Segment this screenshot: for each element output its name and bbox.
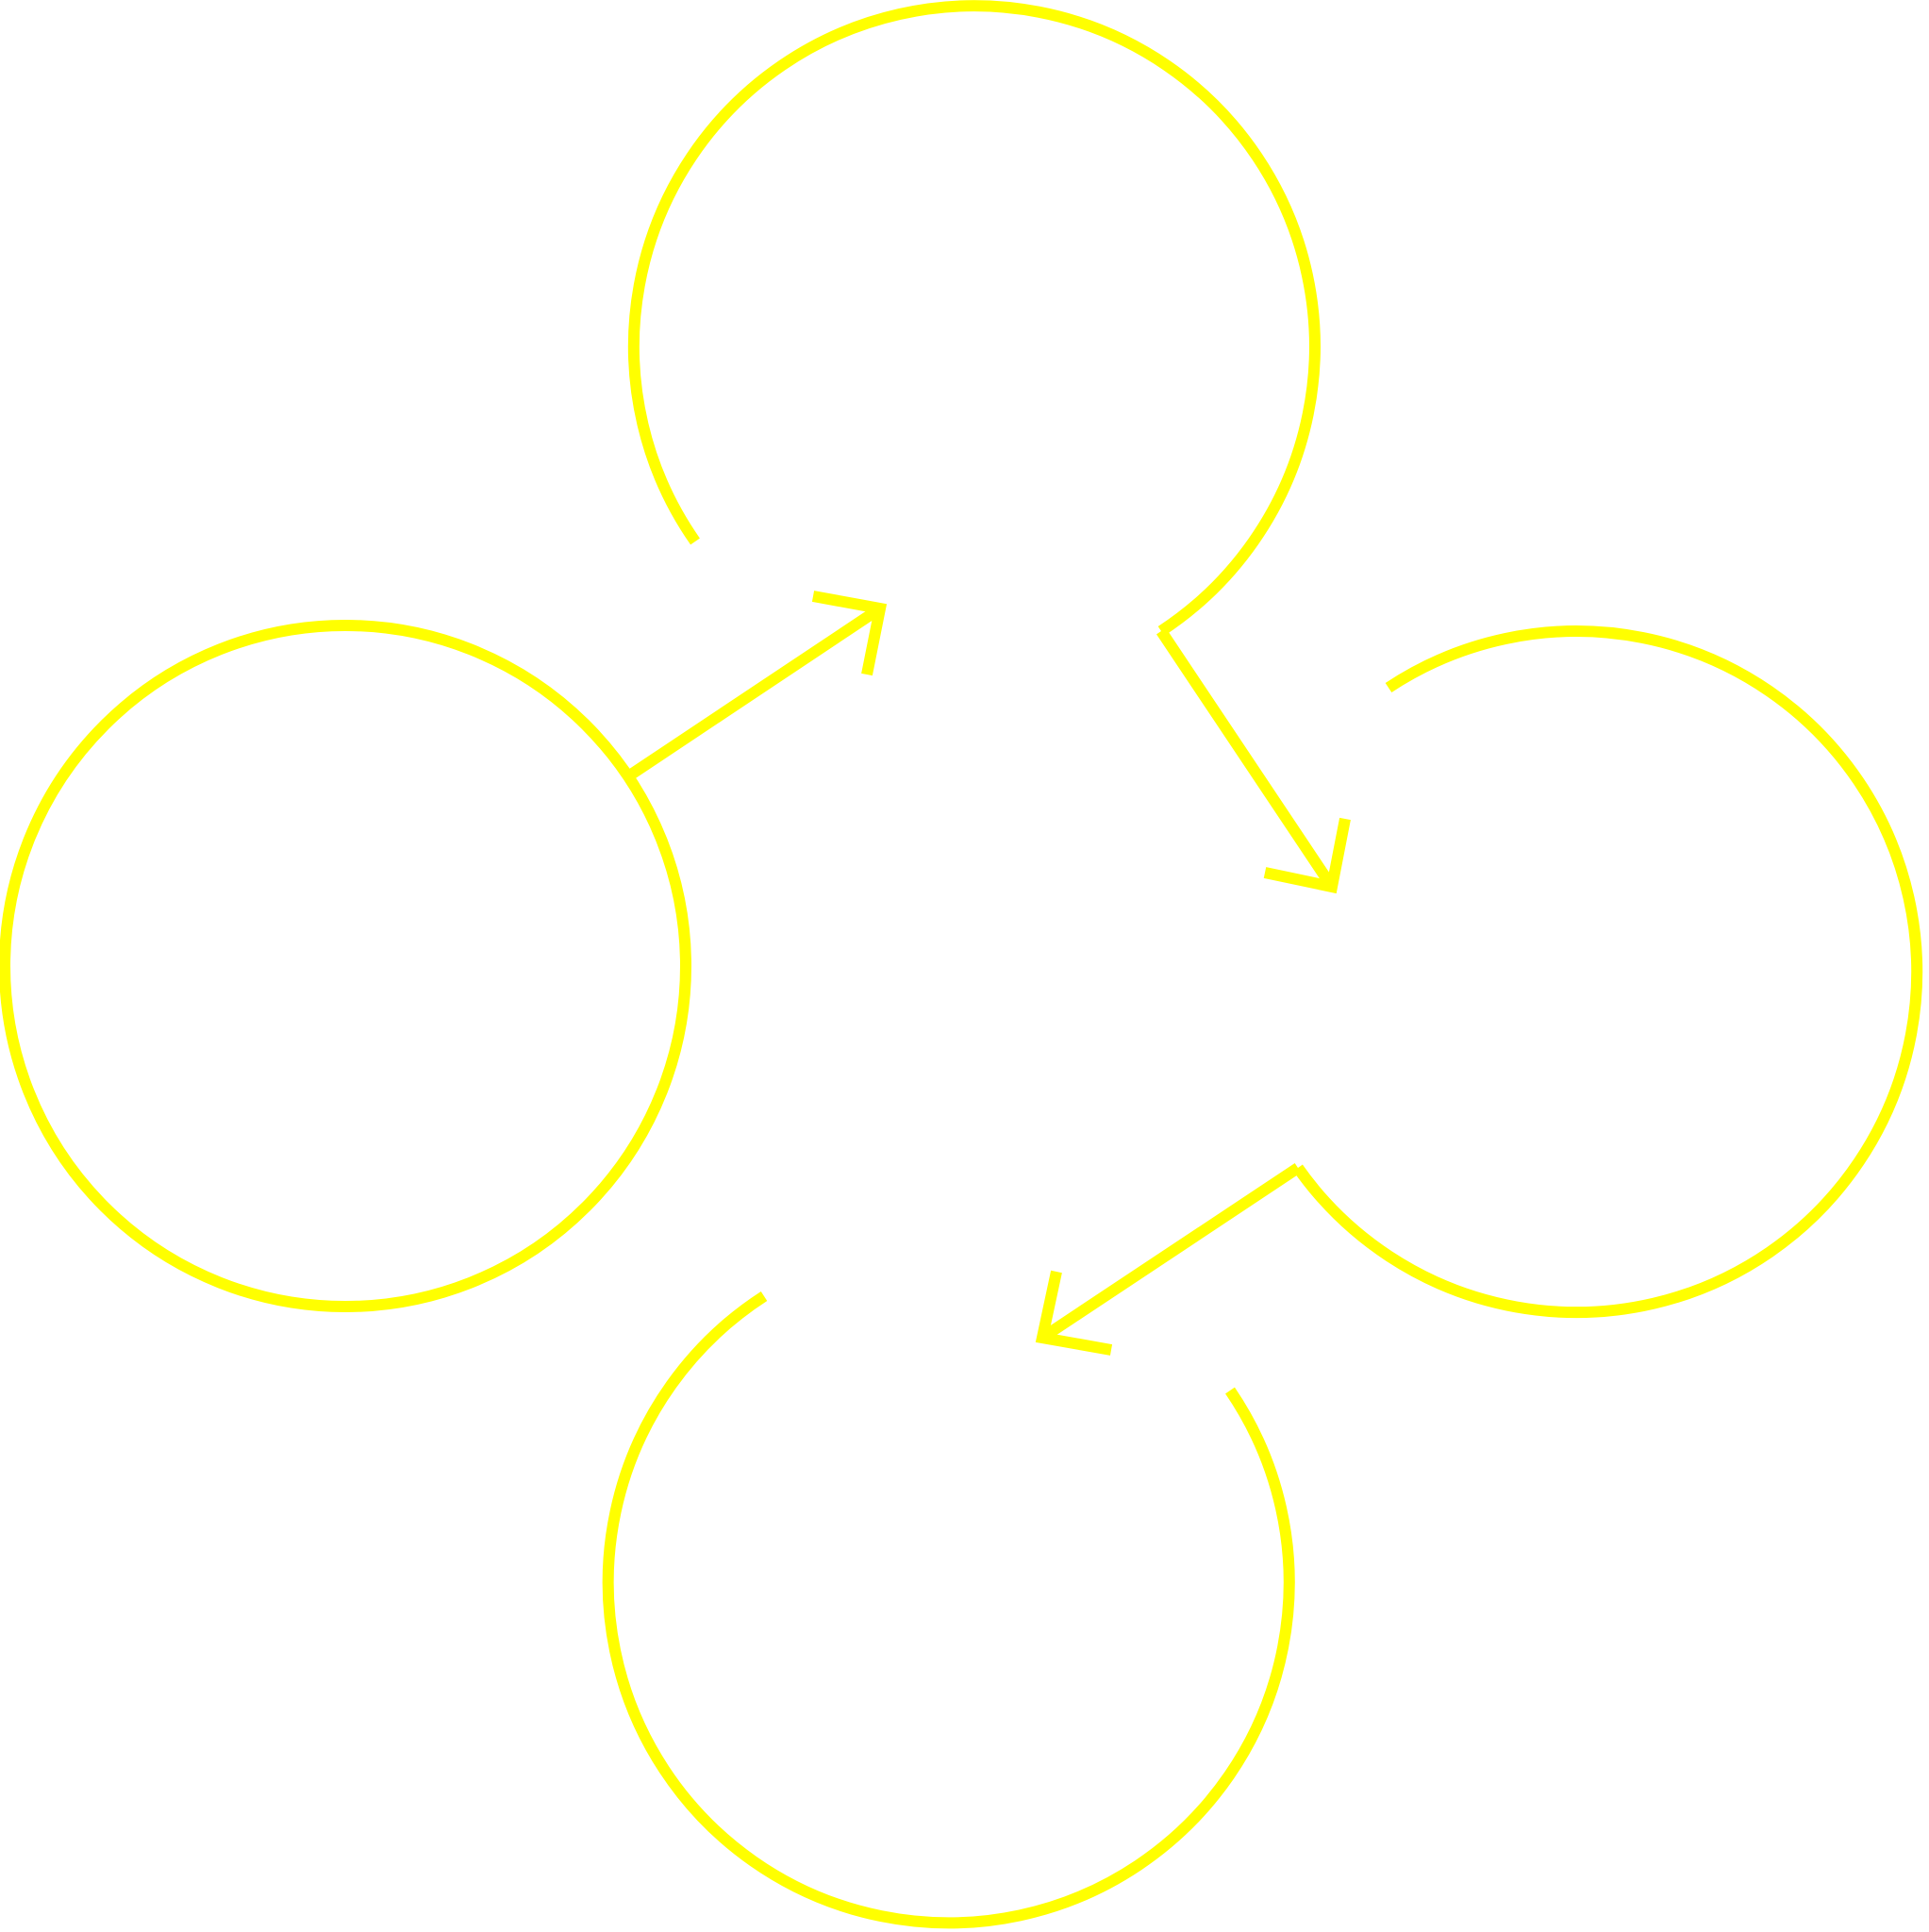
top-loop-connector xyxy=(1156,627,1337,891)
bottom-loop-arc xyxy=(602,1291,1295,1929)
top-loop-arrowhead-icon xyxy=(1263,817,1351,894)
top-loop-arc xyxy=(627,0,1321,637)
right-loop-arrowhead-icon xyxy=(1035,1270,1113,1356)
left-loop-circle xyxy=(0,620,691,1312)
left-loop-arrowhead-icon xyxy=(811,591,888,676)
left-loop-connector xyxy=(624,604,884,781)
right-loop-arc xyxy=(1293,625,1923,1319)
right-loop-connector xyxy=(1039,1163,1302,1342)
